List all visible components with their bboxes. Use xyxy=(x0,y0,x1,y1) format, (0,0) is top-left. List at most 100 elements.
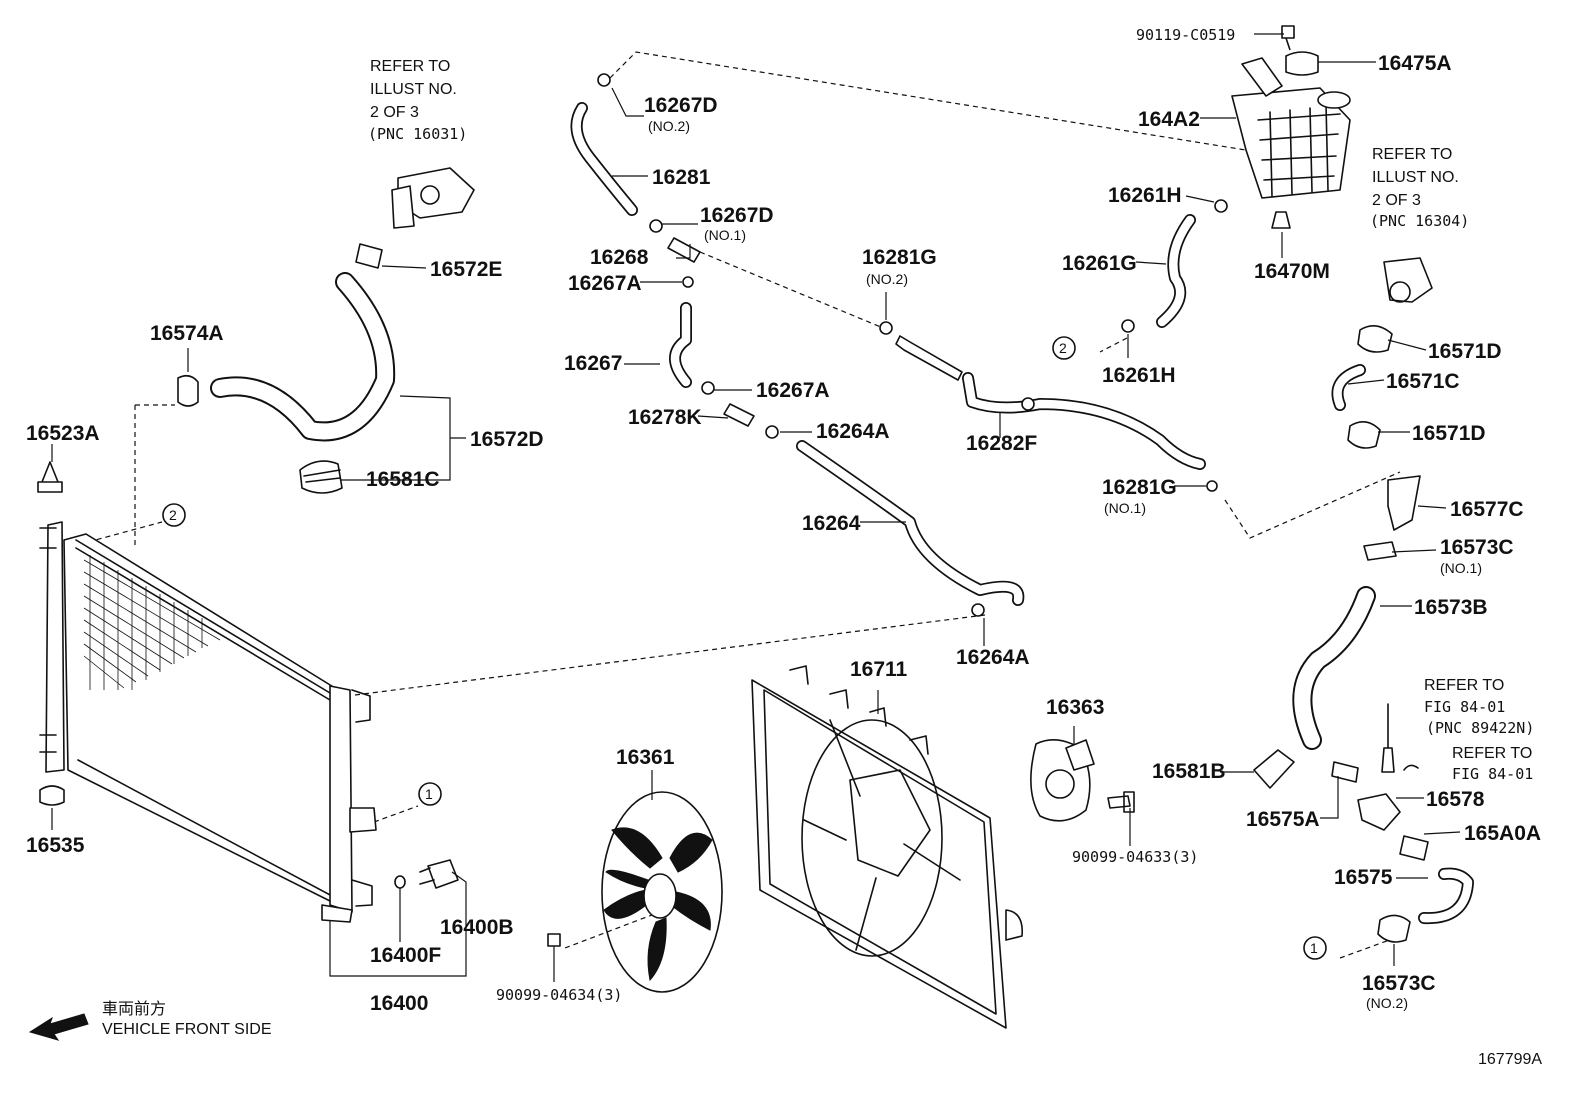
leader-lines xyxy=(51,33,1461,982)
routing-lines xyxy=(87,51,1401,959)
connector-2-label-a: 2 xyxy=(1059,340,1067,356)
svg-text:(PNC 16304): (PNC 16304) xyxy=(1370,212,1469,230)
label-16267D-no1-sub: (NO.1) xyxy=(704,227,746,243)
label-164A2: 164A2 xyxy=(1138,108,1200,131)
heater-hoses xyxy=(570,73,1228,617)
vehicle-front-indicator: 車両前方 VEHICLE FRONT SIDE xyxy=(28,1000,272,1041)
label-16577C: 16577C xyxy=(1450,498,1524,521)
svg-text:ILLUST NO.: ILLUST NO. xyxy=(1372,169,1459,186)
svg-text:REFER TO: REFER TO xyxy=(370,58,450,75)
svg-text:ILLUST NO.: ILLUST NO. xyxy=(370,81,457,98)
svg-text:2 OF 3: 2 OF 3 xyxy=(1372,192,1421,209)
svg-text:FIG 84-01: FIG 84-01 xyxy=(1452,765,1533,783)
label-16281G-no2: 16281G xyxy=(862,246,937,269)
label-16475A: 16475A xyxy=(1378,52,1452,75)
label-16523A: 16523A xyxy=(26,422,100,445)
svg-text:REFER TO: REFER TO xyxy=(1452,745,1532,762)
label-90099-04633: 90099-04633(3) xyxy=(1072,848,1198,866)
label-16267D-no2-sub: (NO.2) xyxy=(648,118,690,134)
svg-text:REFER TO: REFER TO xyxy=(1424,677,1504,694)
water-outlet-hoses xyxy=(1253,257,1474,943)
label-16267D-no2: 16267D xyxy=(644,94,718,117)
label-16363: 16363 xyxy=(1046,696,1104,719)
vehicle-front-japanese: 車両前方 xyxy=(102,1000,166,1018)
label-16278K: 16278K xyxy=(628,406,702,429)
label-16575A: 16575A xyxy=(1246,808,1320,831)
radiator-fins xyxy=(83,555,221,690)
label-16268: 16268 xyxy=(590,246,649,269)
label-16281: 16281 xyxy=(652,166,711,189)
label-16261H-top: 16261H xyxy=(1108,184,1182,207)
water-pump-reference xyxy=(391,167,475,229)
label-16470M: 16470M xyxy=(1254,260,1330,283)
connector-markers: 2 2 1 1 xyxy=(162,336,1327,960)
svg-text:(PNC 16031): (PNC 16031) xyxy=(368,125,467,143)
label-16267A-top: 16267A xyxy=(568,272,642,295)
label-16282F: 16282F xyxy=(966,432,1037,455)
label-16573C-no2: 16573C xyxy=(1362,972,1436,995)
fan-motor-16363 xyxy=(1030,739,1135,822)
label-16400: 16400 xyxy=(370,992,428,1015)
label-16264A-bottom: 16264A xyxy=(956,646,1030,669)
label-16267A-mid: 16267A xyxy=(756,379,830,402)
label-16573C-no2-sub: (NO.2) xyxy=(1366,995,1408,1011)
label-16267: 16267 xyxy=(564,352,622,375)
label-16572E: 16572E xyxy=(430,258,502,281)
label-16571D-top: 16571D xyxy=(1428,340,1502,363)
part-labels: 90119-C0519 16475A 164A2 16261H 16261G 1… xyxy=(26,26,1541,1015)
refer-note-water-outlet: REFER TO ILLUST NO. 2 OF 3 (PNC 16304) xyxy=(1370,146,1469,230)
label-16573C-no1: 16573C xyxy=(1440,536,1514,559)
diagram-id: 167799A xyxy=(1478,1051,1542,1068)
label-16264: 16264 xyxy=(802,512,861,535)
label-16261H-bottom: 16261H xyxy=(1102,364,1176,387)
label-16400F: 16400F xyxy=(370,944,441,967)
arrow-left-icon xyxy=(28,1013,89,1041)
label-16571D-bottom: 16571D xyxy=(1412,422,1486,445)
svg-text:2 OF 3: 2 OF 3 xyxy=(370,104,419,121)
hose-clamp-16581C xyxy=(299,460,343,494)
label-16400B: 16400B xyxy=(440,916,514,939)
vehicle-front-english: VEHICLE FRONT SIDE xyxy=(102,1021,272,1038)
label-165A0A: 165A0A xyxy=(1464,822,1541,845)
label-16581B: 16581B xyxy=(1152,760,1226,783)
hose-clamp-16574A xyxy=(177,374,199,407)
label-16711: 16711 xyxy=(850,658,908,681)
label-16571C: 16571C xyxy=(1386,370,1460,393)
label-16575: 16575 xyxy=(1334,866,1393,889)
refer-note-sensor: REFER TO FIG 84-01 (PNC 89422N) REFER TO… xyxy=(1424,677,1534,783)
label-90099-04634: 90099-04634(3) xyxy=(496,986,622,1004)
svg-text:FIG 84-01: FIG 84-01 xyxy=(1424,698,1505,716)
label-16281G-no1-sub: (NO.1) xyxy=(1104,500,1146,516)
label-16572D: 16572D xyxy=(470,428,544,451)
drain-cock xyxy=(427,859,459,889)
label-16361: 16361 xyxy=(616,746,675,769)
lower-mount xyxy=(39,785,65,806)
label-16578: 16578 xyxy=(1426,788,1485,811)
fan-shroud-16711 xyxy=(751,665,1023,1029)
hose-clamp-16572E xyxy=(355,243,383,269)
label-16267D-no1: 16267D xyxy=(700,204,774,227)
label-16581C: 16581C xyxy=(366,468,440,491)
label-16573B: 16573B xyxy=(1414,596,1488,619)
radiator-assembly xyxy=(39,521,377,923)
label-16535: 16535 xyxy=(26,834,85,857)
upper-mount xyxy=(37,461,63,493)
reserve-tank xyxy=(1231,25,1351,229)
label-16264A-top: 16264A xyxy=(816,420,890,443)
cooling-fan-16361 xyxy=(547,791,723,993)
label-16573C-no1-sub: (NO.1) xyxy=(1440,560,1482,576)
connector-2-label-b: 2 xyxy=(169,507,177,523)
connector-1-label-b: 1 xyxy=(1310,940,1318,956)
label-16281G-no1: 16281G xyxy=(1102,476,1177,499)
label-16281G-no2-sub: (NO.2) xyxy=(866,271,908,287)
label-90119-C0519: 90119-C0519 xyxy=(1136,26,1235,44)
svg-text:(PNC 89422N): (PNC 89422N) xyxy=(1426,719,1534,737)
refer-note-water-pump: REFER TO ILLUST NO. 2 OF 3 (PNC 16031) xyxy=(368,58,467,143)
upper-radiator-hose xyxy=(177,243,396,494)
drain-oring xyxy=(394,875,406,889)
label-16261G: 16261G xyxy=(1062,252,1137,275)
label-16574A: 16574A xyxy=(150,322,224,345)
connector-1-label-a: 1 xyxy=(425,786,433,802)
svg-text:REFER TO: REFER TO xyxy=(1372,146,1452,163)
